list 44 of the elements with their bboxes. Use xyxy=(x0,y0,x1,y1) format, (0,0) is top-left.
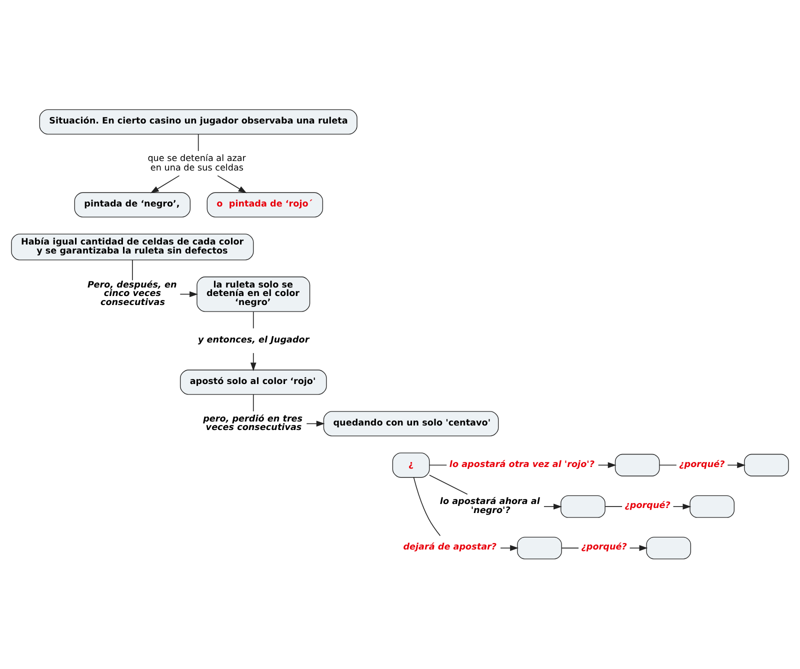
node-box: Situación. En cierto casino un jugador observaba una ruleta xyxy=(39,108,358,134)
node-box xyxy=(560,494,606,518)
connector xyxy=(252,310,254,328)
node-box: apostó solo al color ‘rojo' xyxy=(180,369,327,394)
arrow xyxy=(217,174,247,193)
node-box xyxy=(744,453,789,476)
node-text: Pero, después, en cinco veces consecutivas xyxy=(88,280,177,308)
arrow xyxy=(727,462,746,468)
connector xyxy=(252,394,254,412)
connector xyxy=(429,464,448,466)
node-text: y entonces, el Jugador xyxy=(198,334,310,345)
node-text: lo apostará ahora al 'negro'? xyxy=(440,496,540,516)
node-box: Había igual cantidad de celdas de cada color y se garantizaba la ruleta sin defectos xyxy=(11,233,254,260)
node-text: lo apostará otra vez al 'rojo'? xyxy=(449,459,594,470)
node-box: ¿ xyxy=(392,452,430,478)
arrow xyxy=(150,174,180,193)
node-box: la ruleta solo se detenía en el color ‘negro’ xyxy=(196,276,310,312)
connector xyxy=(659,464,677,466)
arrow xyxy=(250,352,256,371)
node-box: o pintada de ‘rojo´ xyxy=(206,192,324,217)
node-box xyxy=(517,536,562,559)
node-text: ¿porqué? xyxy=(679,459,725,470)
node-text: ¿porqué? xyxy=(624,500,670,511)
arrow xyxy=(629,544,648,550)
node-box xyxy=(614,453,660,476)
node-text: que se detenía al azar en una de sus celdas xyxy=(148,153,246,173)
node-box: pintada de ‘negro’, xyxy=(74,192,191,217)
arrow xyxy=(672,503,692,510)
arrow xyxy=(500,544,518,550)
arrow xyxy=(544,503,562,510)
node-text: dejará de apostar? xyxy=(403,542,497,552)
node-box xyxy=(690,494,735,518)
node-text: ¿porqué? xyxy=(581,542,627,552)
connector xyxy=(429,474,468,494)
arrow xyxy=(306,420,325,426)
node-text: pero, perdió en tres veces consecutivas xyxy=(203,414,303,433)
node-box: quedando con un solo 'centavo' xyxy=(323,410,499,436)
node-box xyxy=(646,536,692,559)
connector xyxy=(132,259,133,280)
connector xyxy=(561,547,579,548)
connector xyxy=(413,476,441,536)
arrow xyxy=(180,290,198,297)
connector xyxy=(198,133,199,151)
arrow xyxy=(598,462,616,468)
